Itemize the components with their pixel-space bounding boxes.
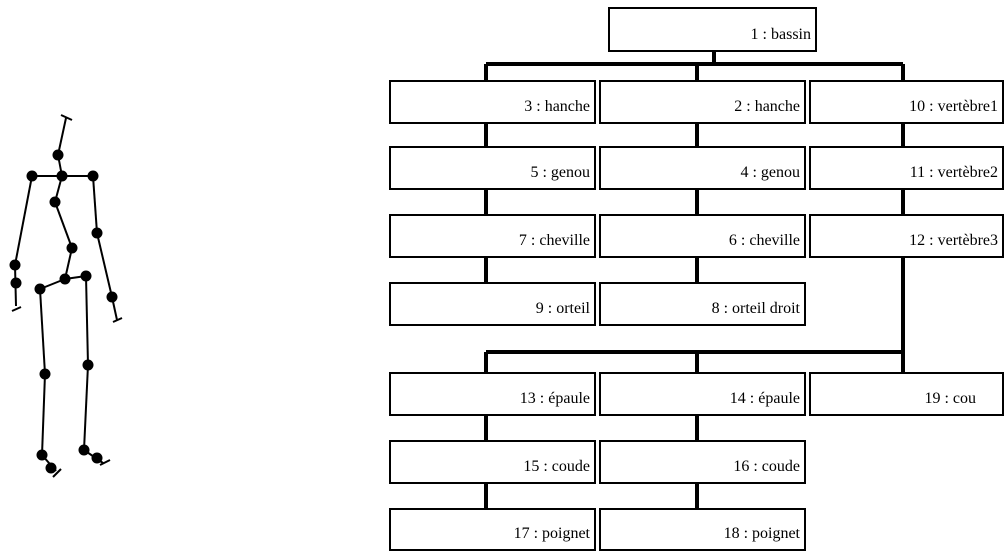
node-label: 18 : poignet — [723, 525, 800, 542]
node-vertebre2: 11 : vertèbre2 — [809, 146, 1004, 190]
node-label: 9 : orteil — [535, 300, 590, 317]
node-label: 7 : cheville — [518, 232, 590, 249]
node-label: 14 : épaule — [729, 390, 800, 407]
node-label: 11 : vertèbre2 — [909, 164, 998, 181]
node-label: 19 : cou — [924, 390, 976, 407]
node-epaule-14: 14 : épaule — [599, 372, 806, 416]
node-label: 4 : genou — [740, 164, 800, 181]
node-label: 5 : genou — [530, 164, 590, 181]
node-cheville-6: 6 : cheville — [599, 214, 806, 258]
node-coude-15: 15 : coude — [389, 440, 596, 484]
node-label: 1 : bassin — [750, 26, 811, 43]
node-cou: 19 : cou — [809, 372, 1004, 416]
node-label: 16 : coude — [733, 458, 800, 475]
node-vertebre1: 10 : vertèbre1 — [809, 80, 1004, 124]
node-epaule-13: 13 : épaule — [389, 372, 596, 416]
node-coude-16: 16 : coude — [599, 440, 806, 484]
node-bassin: 1 : bassin — [608, 7, 817, 52]
node-label: 15 : coude — [523, 458, 590, 475]
node-label: 8 : orteil droit — [711, 300, 800, 317]
hierarchy-connectors — [484, 52, 905, 508]
node-orteil-9: 9 : orteil — [389, 282, 596, 326]
node-label: 6 : cheville — [728, 232, 800, 249]
node-poignet-17: 17 : poignet — [389, 508, 596, 551]
skeleton-joints — [9, 149, 118, 474]
node-label: 12 : vertèbre3 — [909, 232, 998, 249]
node-label: 13 : épaule — [519, 390, 590, 407]
node-poignet-18: 18 : poignet — [599, 508, 806, 551]
node-label: 17 : poignet — [513, 525, 590, 542]
node-hanche-2: 2 : hanche — [599, 80, 806, 124]
node-label: 10 : vertèbre1 — [909, 98, 998, 115]
node-vertebre3: 12 : vertèbre3 — [809, 214, 1004, 258]
node-label: 2 : hanche — [734, 98, 800, 115]
node-cheville-7: 7 : cheville — [389, 214, 596, 258]
node-hanche-3: 3 : hanche — [389, 80, 596, 124]
skeleton-figure — [11, 114, 123, 478]
node-genou-5: 5 : genou — [389, 146, 596, 190]
node-genou-4: 4 : genou — [599, 146, 806, 190]
node-orteil-droit-8: 8 : orteil droit — [599, 282, 806, 326]
node-label: 3 : hanche — [524, 98, 590, 115]
